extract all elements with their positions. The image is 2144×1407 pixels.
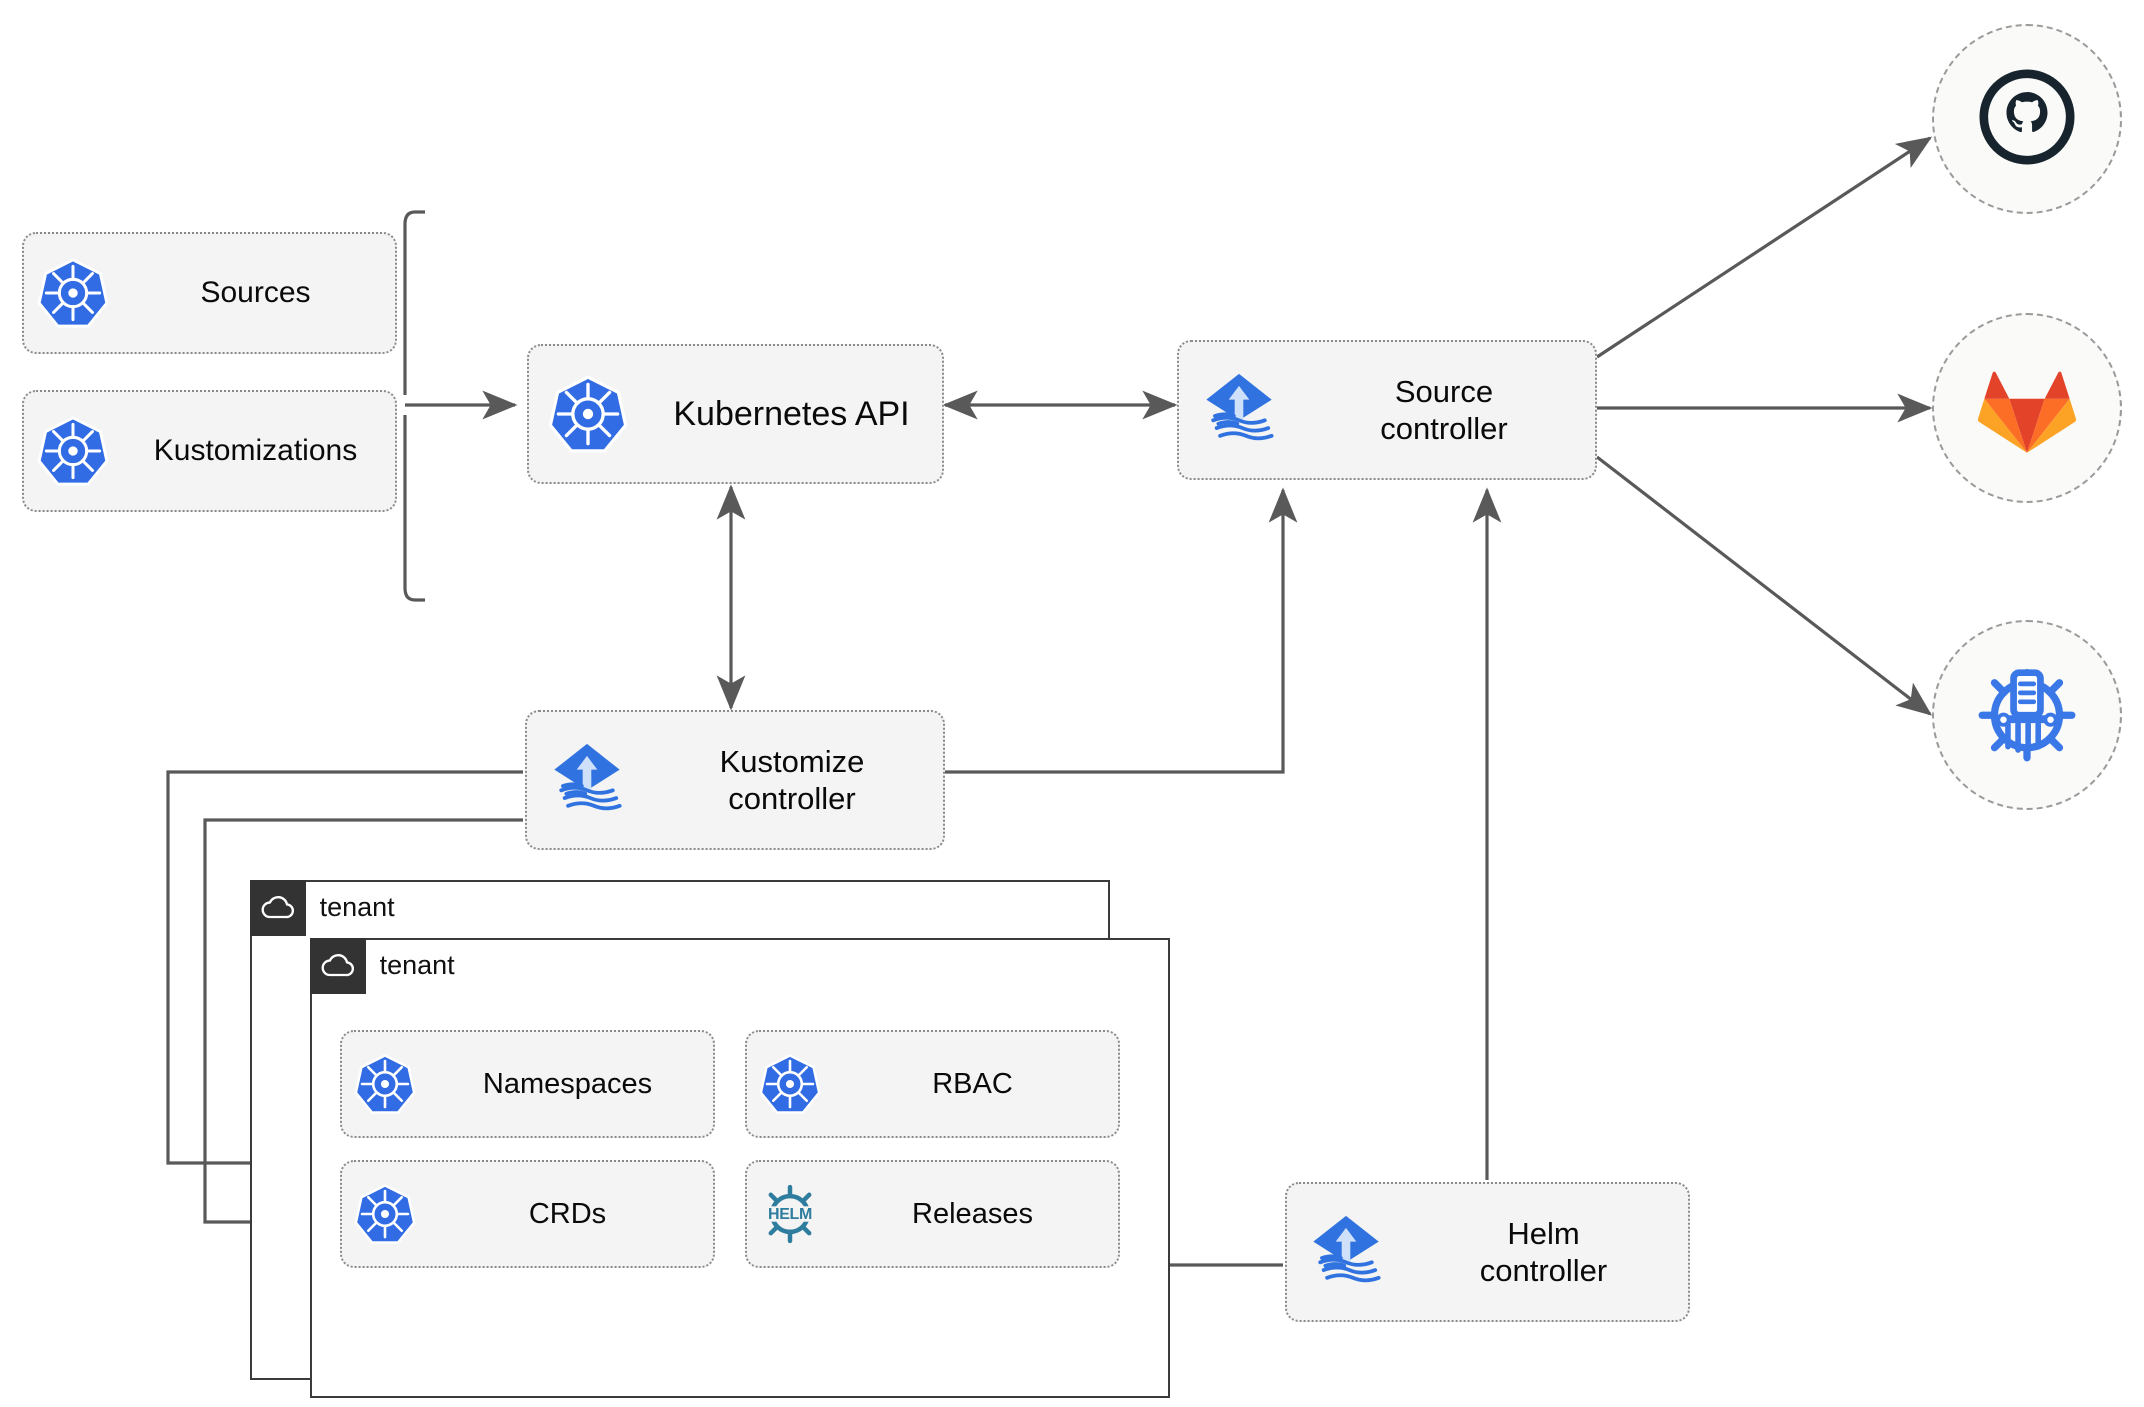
- tenant-resource-grid: Namespaces: [340, 1030, 1120, 1268]
- kustomize-controller-node[interactable]: Kustomize controller: [525, 710, 945, 850]
- source-controller-label: Source controller: [1380, 373, 1508, 446]
- tenant-resource-label: Namespaces: [482, 1067, 653, 1100]
- external-gitlab[interactable]: [1932, 313, 2122, 503]
- helm-icon: HELM: [747, 1182, 833, 1246]
- tenant-resource-label: CRDs: [528, 1197, 607, 1230]
- tenant-resource-releases[interactable]: HELM Releases: [745, 1160, 1120, 1268]
- flux-icon: [1287, 1209, 1405, 1295]
- external-helm-repository[interactable]: [1932, 620, 2122, 810]
- tenant-resource-label: RBAC: [932, 1067, 1013, 1100]
- tenant-header: tenant: [309, 937, 455, 994]
- kubernetes-icon: [529, 374, 647, 454]
- resource-kustomizations[interactable]: Kustomizations: [22, 390, 397, 512]
- tenant-resource-crds[interactable]: CRDs: [340, 1160, 715, 1268]
- helm-controller-node[interactable]: Helm controller: [1285, 1182, 1690, 1322]
- helm-repository-icon: [1971, 657, 2083, 774]
- helm-controller-label: Helm controller: [1479, 1215, 1608, 1288]
- svg-text:HELM: HELM: [768, 1206, 812, 1223]
- resource-sources[interactable]: Sources: [22, 232, 397, 354]
- tenant-name: tenant: [319, 892, 395, 923]
- resource-label: Kustomizations: [153, 434, 358, 467]
- cloud-icon: [309, 937, 366, 994]
- source-controller-node[interactable]: Source controller: [1177, 340, 1597, 480]
- kubernetes-icon: [24, 415, 122, 487]
- tenant-resource-label: Releases: [912, 1197, 1033, 1230]
- tenant-resource-rbac[interactable]: RBAC: [745, 1030, 1120, 1138]
- tenant-name: tenant: [379, 950, 455, 981]
- kubernetes-api-node[interactable]: Kubernetes API: [527, 344, 944, 484]
- tenant-header: tenant: [249, 879, 395, 936]
- flux-icon: [527, 737, 647, 823]
- kustomize-controller-label: Kustomize controller: [719, 743, 865, 816]
- tenant-panel-front[interactable]: tenant: [309, 937, 1170, 1398]
- kubernetes-api-label: Kubernetes API: [673, 394, 910, 433]
- external-github[interactable]: [1932, 24, 2122, 214]
- cloud-icon: [249, 879, 306, 936]
- kubernetes-icon: [342, 1053, 428, 1115]
- tenant-resource-namespaces[interactable]: Namespaces: [340, 1030, 715, 1138]
- resource-label: Sources: [200, 276, 311, 309]
- flux-icon: [1179, 367, 1299, 453]
- kubernetes-icon: [342, 1183, 428, 1245]
- gitlab-icon: [1975, 356, 2079, 461]
- kubernetes-icon: [24, 257, 122, 329]
- kubernetes-icon: [747, 1053, 833, 1115]
- github-icon: [1973, 63, 2081, 176]
